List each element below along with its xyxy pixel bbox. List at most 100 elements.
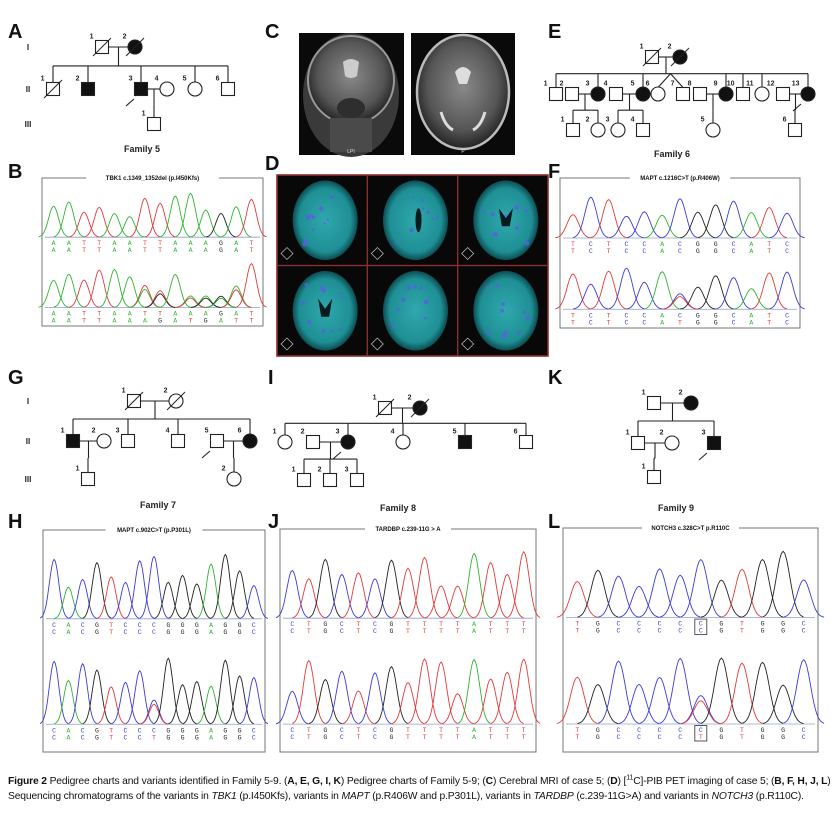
base-call: A: [749, 248, 753, 255]
peak-A: [733, 288, 770, 310]
base-call: G: [696, 312, 700, 319]
base-call: C: [732, 248, 736, 255]
high-uptake-spot: [321, 288, 326, 293]
base-call: G: [781, 727, 785, 734]
peak-T: [751, 206, 788, 239]
base-call: A: [189, 240, 193, 247]
peak-C: [715, 277, 752, 310]
panel-label: F: [548, 161, 560, 183]
male-symbol: [548, 86, 564, 102]
caption-segment: B, F, H, J, L: [774, 776, 828, 787]
twin-line: [657, 73, 671, 88]
base-call: C: [152, 622, 156, 629]
individual-ii-3: 3: [586, 81, 606, 102]
peak-C: [639, 676, 681, 724]
peak-C: [275, 569, 309, 619]
peak-C: [659, 574, 701, 618]
high-uptake-spot: [339, 291, 342, 294]
base-call: G: [223, 727, 227, 734]
base-call: T: [82, 311, 86, 318]
high-uptake-spot: [326, 218, 330, 221]
peak-T: [424, 585, 458, 619]
peak-T: [590, 270, 627, 310]
high-uptake-spot: [501, 333, 507, 339]
affected-female-symbol: [340, 434, 356, 450]
proband-arrow-icon: [792, 103, 802, 112]
deceased-slash: [375, 398, 395, 418]
individual-i-1: 1: [640, 44, 662, 67]
base-call: A: [749, 312, 753, 319]
individual-number: 9: [714, 81, 718, 88]
peak-T: [751, 272, 788, 310]
individual-number: 5: [701, 117, 705, 124]
base-call: C: [252, 734, 256, 741]
peak-G: [308, 558, 342, 618]
base-call: G: [95, 622, 99, 629]
base-call: A: [67, 247, 71, 254]
base-call: A: [113, 240, 117, 247]
high-uptake-spot: [419, 286, 423, 290]
base-call: T: [189, 318, 193, 325]
individual-number: 6: [646, 81, 650, 88]
base-call: C: [81, 622, 85, 629]
peak-T: [407, 658, 442, 724]
peak-G: [374, 665, 409, 724]
high-uptake-spot: [493, 232, 498, 238]
peak-T: [441, 693, 475, 725]
base-call: G: [714, 248, 718, 255]
individual-number: 2: [408, 395, 412, 402]
brainstem-neck: [330, 118, 372, 152]
peak-C: [608, 267, 645, 310]
brain-uptake: [292, 180, 358, 261]
individual-number: 10: [727, 81, 735, 88]
base-call: G: [781, 734, 785, 741]
base-call: G: [166, 727, 170, 734]
male-symbol: [608, 86, 624, 102]
high-uptake-spot: [323, 222, 326, 225]
base-call: A: [128, 311, 132, 318]
male-symbol: [322, 472, 338, 488]
brain-uptake: [473, 270, 539, 351]
peak-G: [82, 669, 112, 725]
base-call: C: [138, 622, 142, 629]
high-uptake-spot: [482, 209, 486, 213]
peak-C: [680, 695, 722, 725]
base-call: C: [81, 629, 85, 636]
individual-number: 6: [216, 76, 220, 83]
base-call: C: [678, 312, 682, 319]
base-call: A: [472, 734, 476, 741]
peak-G: [700, 579, 742, 618]
orientation-icon: [370, 247, 384, 260]
individual-ii-3: 3: [698, 430, 722, 461]
base-call: C: [52, 727, 56, 734]
base-call: C: [152, 629, 156, 636]
base-call: C: [124, 629, 128, 636]
peak-G: [374, 559, 409, 619]
individual-ii-10: 10: [727, 81, 751, 102]
individual-number: 5: [205, 428, 209, 435]
base-call: T: [356, 621, 360, 628]
base-call: G: [696, 248, 700, 255]
base-call: C: [138, 734, 142, 741]
individual-number: 1: [273, 429, 277, 436]
base-call: T: [571, 241, 575, 248]
base-call: G: [719, 628, 723, 635]
caption-segment: D: [610, 776, 618, 787]
peak-A: [99, 212, 130, 238]
base-call: C: [589, 248, 593, 255]
male-symbol: [146, 116, 162, 132]
peak-C: [618, 683, 660, 725]
base-call: T: [607, 312, 611, 319]
base-call: A: [209, 727, 213, 734]
peak-T: [680, 700, 722, 725]
individual-number: 1: [626, 430, 630, 437]
base-call: G: [181, 629, 185, 636]
base-call: G: [95, 629, 99, 636]
individual-i-2: 2: [679, 390, 699, 411]
